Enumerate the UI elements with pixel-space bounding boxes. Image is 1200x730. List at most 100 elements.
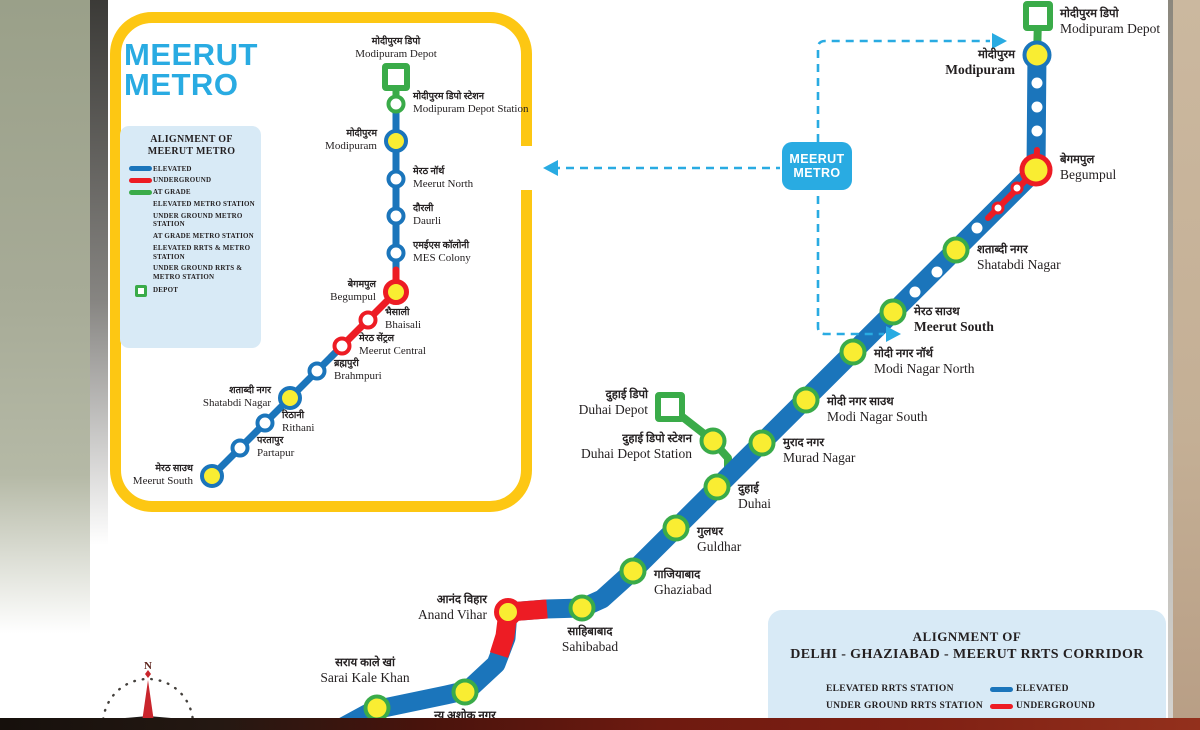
legend-item-elevated-metro-station: ELEVATED METRO STATION [128,200,255,209]
station-name-hindi: मेरठ साउथ [155,464,193,474]
line-blue-swatch-icon [989,687,1013,692]
station-marker-modi-nagar-south [792,386,820,414]
station-name-english: Begumpul [330,291,376,303]
station-name-hindi: परतापुर [257,436,284,446]
station-name-hindi: ब्रह्मपुरी [334,359,359,369]
photo-border-left-edge [90,0,108,545]
station-name-english: Modipuram [325,140,377,152]
metro-station-dot-1 [1031,77,1043,89]
station-name-hindi: एमईएस कॉलोनी [413,241,470,251]
line-red-legend-icon [128,178,153,184]
corridor-legend: ALIGNMENT OF DELHI - GHAZIABAD - MEERUT … [768,610,1166,730]
dashed-connector-top [816,39,990,142]
underground-metro-dot-5 [991,201,1005,215]
station-marker-guldhar [662,514,690,542]
line-blue-swatch-icon [129,166,152,172]
metro-station-dot-7 [931,266,943,278]
station-name-hindi: मुराद नगर [783,437,825,449]
photo-border-left [0,0,90,660]
photo-border-right-edge [1168,0,1173,730]
station-name-english: Brahmpuri [334,370,382,382]
legend-item-label: DEPOT [153,286,179,295]
station-name-hindi: मोदीपुरम डिपो [371,37,421,47]
station-marker-ghaziabad [619,557,647,585]
line-green-legend-icon [128,189,153,195]
legend-item-elevated-rrts-station: ELEVATED RRTS STATION [796,684,986,696]
meerut-metro-inset-frame [110,12,532,512]
station-marker-meerut-north [386,169,406,189]
station-marker-modipuram-depot-station [386,94,406,114]
station-name-hindi: शताब्दी नगर [977,244,1028,256]
underground-metro-dot-4 [1010,181,1024,195]
station-name-english: Meerut Central [359,345,426,357]
station-name-english: Ghaziabad [654,582,712,597]
station-name-english: Begumpul [1060,167,1117,182]
arrow-meerut-south-icon [886,326,901,342]
metro-station-dot-8 [909,286,921,298]
station-name-hindi: मेरठ साउथ [914,306,960,318]
station-name-english: MES Colony [413,252,471,264]
station-name-hindi: मेरठ सेंट्रल [359,334,395,344]
arrow-left-icon [543,160,558,176]
line-blue-legend-icon [128,166,153,172]
station-marker-shatabdi-nagar [942,236,970,264]
station-label-mes-colony: एमईएस कॉलोनीMES Colony [413,241,471,265]
station-label-brahmpuri: ब्रह्मपुरीBrahmpuri [334,359,382,383]
station-name-english: Duhai Depot Station [581,446,692,461]
station-name-english: Anand Vihar [417,607,487,622]
station-marker-partapur [230,438,250,458]
arrow-modipuram-icon [992,33,1007,49]
station-marker-new-ashok-nagar [451,678,479,706]
station-marker-anand-vihar [494,598,522,626]
station-name-english: Partapur [257,447,295,459]
legend-item-label: ELEVATED METRO STATION [153,199,255,208]
station-marker-mes-colony [386,243,406,263]
station-name-english: Murad Nagar [783,450,856,465]
station-name-hindi: शताब्दी नगर [229,386,271,396]
station-name-english: Meerut North [413,178,474,190]
legend-item-under-ground-rrts-station: UNDER GROUND RRTS STATION [796,701,986,713]
line-red-swatch-icon [129,178,152,184]
station-name-english: Daurli [413,215,442,227]
legend-item-depot: DEPOT [128,284,255,297]
station-name-hindi: मोदीपुरम डिपो स्टेशन [413,92,484,102]
station-name-hindi: गाजियाबाद [654,569,701,581]
station-marker-modipuram [384,129,408,153]
compass-needle-tip [145,670,151,678]
legend-item-label: ELEVATED [153,164,192,173]
legend-item-label: AT GRADE METRO STATION [153,232,254,241]
legend-item-elevated-rrts-and-metro-station: ELEVATED RRTS & METRO STATION [128,244,255,262]
station-marker-meerut-south [879,298,907,326]
meerut-metro-callout-label: MEERUT METRO [789,151,845,180]
station-name-hindi: दौरली [413,204,434,214]
square-green-swatch-icon [134,284,147,297]
line-red-swatch-icon [989,704,1013,709]
station-label-sarai-kale-khan: सराय काले खांSarai Kale Khan [320,656,409,686]
station-marker-bhaisali [358,310,378,330]
station-marker-brahmpuri [307,361,327,381]
station-name-english: Duhai Depot [578,402,648,417]
station-name-english: Bhaisali [385,319,422,331]
station-marker-daurli [386,206,406,226]
station-name-english: Modi Nagar South [827,409,928,424]
station-marker-begumpul [383,279,409,305]
station-name-hindi: भैसाली [385,308,410,318]
station-name-english: Sarai Kale Khan [320,670,410,685]
station-label-duhai-depot: दुहाई डिपोDuhai Depot [579,388,648,418]
legend-item-label: ELEVATED [1016,683,1069,694]
metro-station-dot-2 [1031,101,1043,113]
meerut-metro-callout: MEERUT METRO [782,142,852,190]
legend-item-underground: UNDERGROUND [128,176,255,185]
station-label-daurli: दौरलीDaurli [413,204,441,228]
